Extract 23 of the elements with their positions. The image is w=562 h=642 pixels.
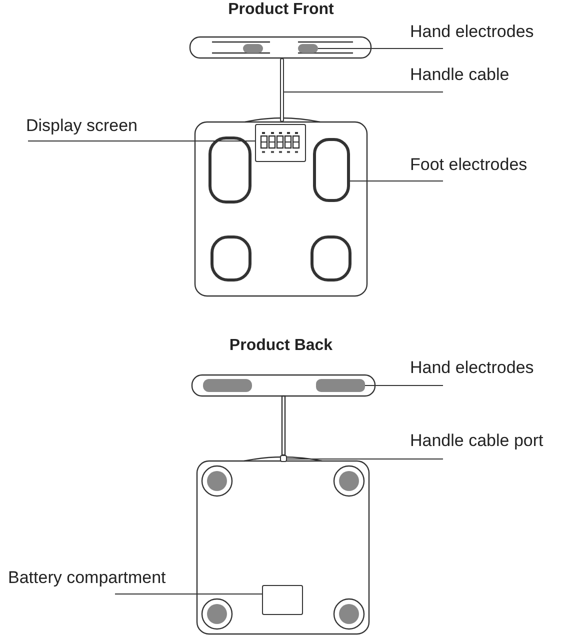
leader-line [365, 384, 443, 386]
hand-electrode [298, 44, 318, 53]
hand-electrode [316, 379, 365, 392]
handle-cable [280, 58, 284, 122]
callout-label: Hand electrodes [410, 22, 534, 48]
leader-line [284, 91, 443, 93]
foot-electrode [313, 138, 350, 202]
cable-port [280, 455, 287, 462]
leader-line [287, 458, 443, 460]
display-screen [255, 124, 306, 162]
callout-label: Foot electrodes [410, 155, 528, 181]
callout-label: Hand electrodes [410, 358, 534, 386]
view-heading: Product Front [228, 1, 334, 19]
callout-label: Battery compartment [8, 568, 166, 594]
leader-line [115, 593, 262, 595]
view-heading: Product Back [229, 337, 333, 355]
leader-line [28, 140, 255, 142]
callout-label: Display screen [26, 116, 138, 141]
callout-label: Handle cable [410, 65, 510, 92]
leader-line [350, 180, 443, 182]
battery-compartment [262, 585, 303, 615]
callout-label: Handle cable port [410, 431, 544, 459]
leader-line [318, 48, 443, 50]
